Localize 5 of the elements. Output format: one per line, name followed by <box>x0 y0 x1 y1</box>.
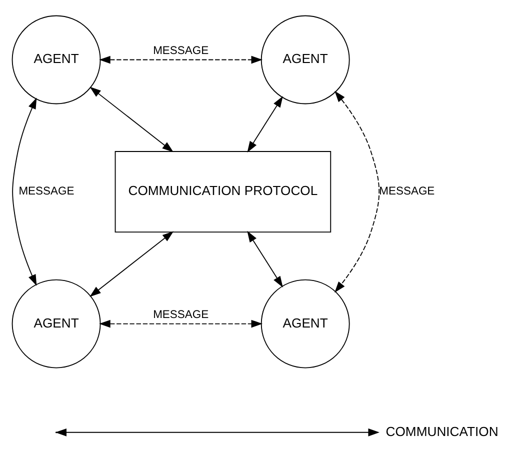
edge-label: MESSAGE <box>379 186 435 198</box>
edge-label: MESSAGE <box>153 308 209 321</box>
edge-label: MESSAGE <box>153 44 209 57</box>
legend-label: COMMUNICATION <box>386 424 498 439</box>
edge-label: MESSAGE <box>18 186 74 198</box>
